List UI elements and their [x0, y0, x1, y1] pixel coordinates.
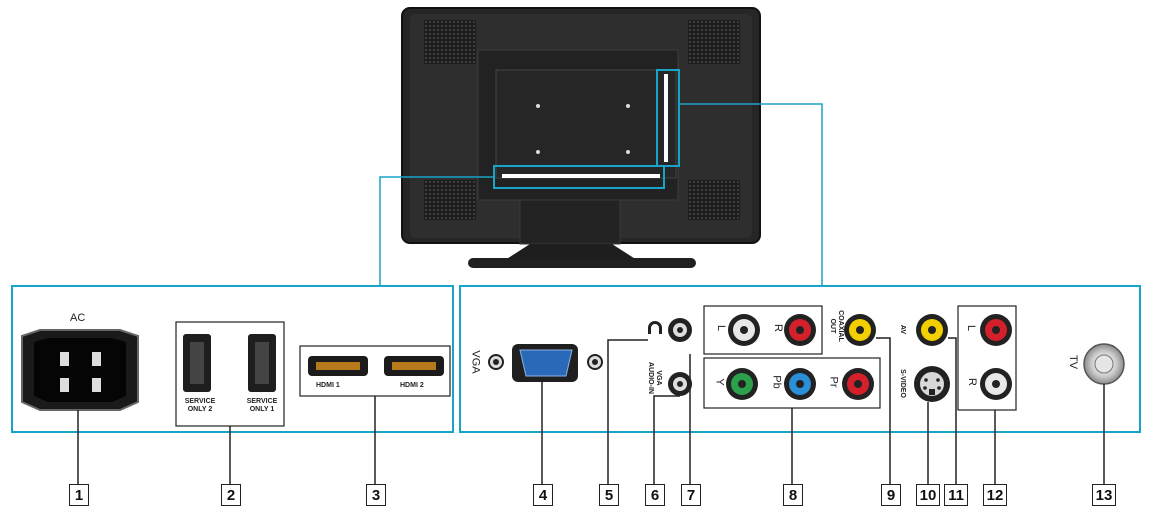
hdmi-2-label: HDMI 2: [400, 382, 424, 389]
service-2-label: SERVICE ONLY 2: [184, 398, 216, 413]
callout-5: 5: [599, 484, 619, 506]
ac-socket: [21, 329, 139, 411]
leader-lines: [77, 337, 1105, 484]
callout-8: 8: [783, 484, 803, 506]
audio-r-label: R: [771, 324, 784, 332]
headphone-icon: [648, 321, 662, 334]
callout-7: 7: [681, 484, 701, 506]
callout-9: 9: [881, 484, 901, 506]
coaxial-out-label: COAXIAL OUT: [828, 310, 844, 342]
callout-1: 1: [69, 484, 89, 506]
callout-6: 6: [645, 484, 665, 506]
s-video-label: S-VIDEO: [898, 369, 906, 398]
tv-rear-view: [401, 7, 761, 268]
left-panel-frame: [11, 285, 454, 433]
callout-10: 10: [916, 484, 940, 506]
callout-4: 4: [533, 484, 553, 506]
audio-l-label: L: [715, 324, 728, 332]
vga-label: VGA: [469, 350, 482, 374]
av-label: AV: [899, 324, 907, 335]
av-l-label: L: [965, 324, 978, 332]
callout-12: 12: [983, 484, 1007, 506]
service-1-label: SERVICE ONLY 1: [246, 398, 278, 413]
pb-label: Pb: [770, 375, 783, 389]
ac-label: AC: [70, 312, 86, 324]
hdmi-1-label: HDMI 1: [316, 382, 340, 389]
callout-2: 2: [221, 484, 241, 506]
right-panel-frame: [459, 285, 1141, 433]
vga-audio-in-label: VGA AUDIO-IN: [646, 362, 662, 394]
callout-13: 13: [1092, 484, 1116, 506]
callout-11: 11: [944, 484, 968, 506]
pr-label: Pr: [827, 376, 840, 388]
callout-3: 3: [366, 484, 386, 506]
y-label: Y: [713, 378, 726, 386]
tv-label: TV: [1067, 354, 1080, 370]
av-r-label: R: [965, 378, 978, 386]
